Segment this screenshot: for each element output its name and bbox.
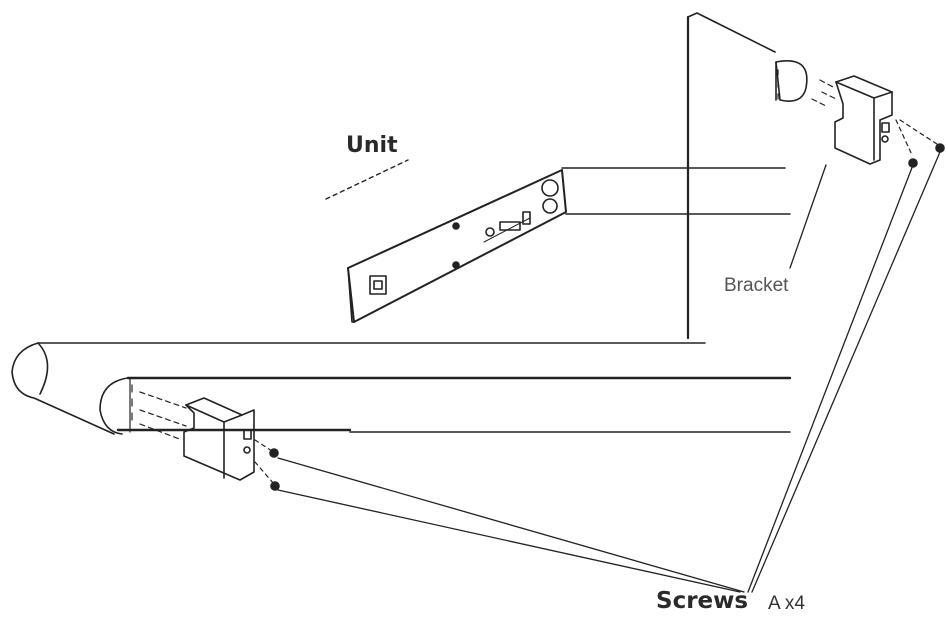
wall-panel [686,12,776,340]
upper-bracket [811,75,941,165]
screws-quantity-label: A x4 [768,593,805,614]
lower-screws [269,448,280,491]
lower-bracket [139,391,275,485]
alignment-lines [561,167,791,215]
leader-lines [277,151,941,593]
unit-label: Unit [346,133,398,158]
bracket-label: Bracket [724,275,789,296]
screws-label: Screws [656,588,749,614]
unit-device [325,159,567,323]
upper-end-cap [775,60,808,102]
sound-bar [11,342,792,435]
upper-screws [908,143,945,168]
